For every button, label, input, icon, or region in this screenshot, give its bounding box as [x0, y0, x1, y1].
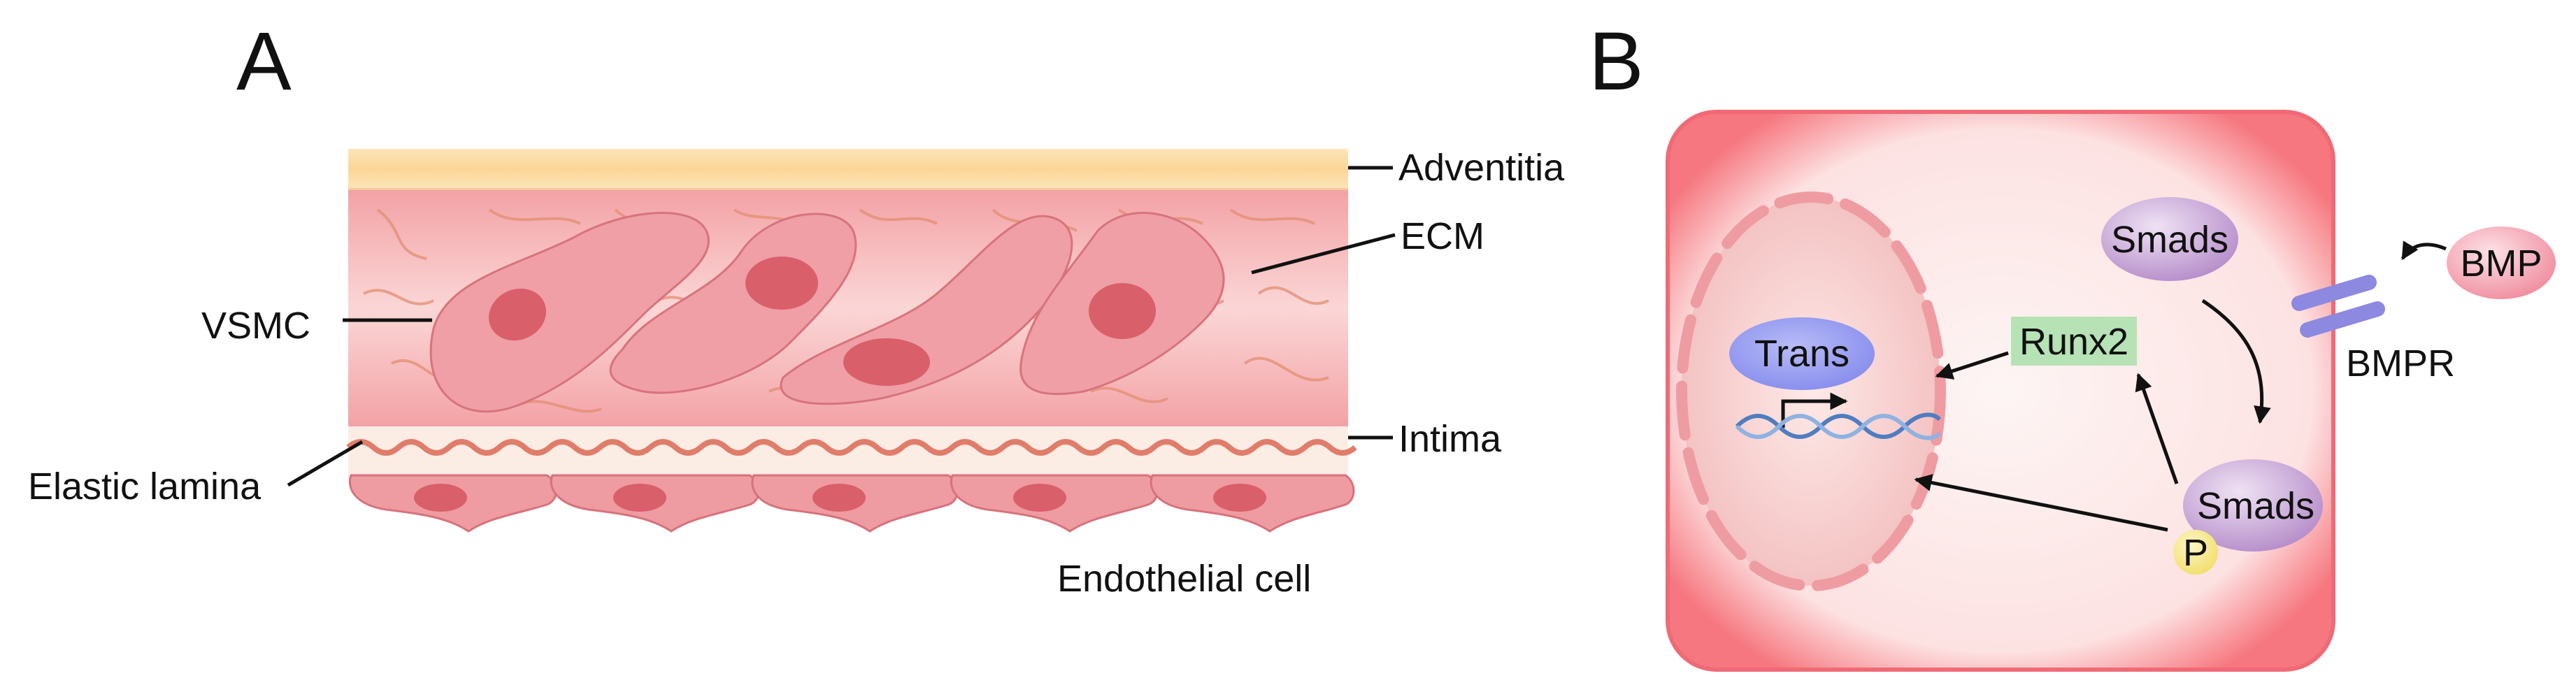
panel-b: B Trans Runx2 Smads Smads P B [1589, 15, 2556, 672]
ecm-label: ECM [1401, 215, 1484, 257]
runx2-node [2011, 317, 2137, 366]
endothelial-cell [751, 474, 959, 533]
trans-node [1729, 317, 1875, 390]
bmpr-label: BMPR [2346, 343, 2455, 384]
nuclear-envelope [1676, 192, 1946, 591]
bmpr-receptor [2291, 275, 2385, 338]
smads-top-node [2101, 197, 2238, 281]
adventitia-label: Adventitia [1398, 147, 1565, 189]
runx2-label: Runx2 [2019, 321, 2128, 363]
trans-label: Trans [1754, 333, 1849, 375]
vsmc-cell [1019, 212, 1225, 396]
endothelial-cell-label: Endothelial cell [1057, 558, 1311, 600]
nucleus [1682, 197, 1940, 586]
dna-helix [1735, 412, 1942, 440]
intima-label: Intima [1398, 418, 1502, 460]
endothelial-cell [950, 474, 1159, 533]
intima-layer [348, 426, 1348, 482]
endothelial-cell [550, 474, 760, 533]
smads-to-dna-arrow [1914, 474, 2168, 532]
vsmc-cell [609, 212, 857, 394]
adventitia-layer [348, 149, 1348, 189]
smads-bottom-label: Smads [2197, 485, 2314, 527]
smads-phosphorylation-arrow [2201, 298, 2271, 424]
vsmc-nucleus [1089, 283, 1156, 339]
smads-to-runx2-arrow [2135, 373, 2179, 484]
vsmc-label: VSMC [201, 305, 310, 347]
runx2-to-nucleus-arrow [1935, 351, 2009, 380]
vsmc-cell [429, 212, 710, 413]
endothelial-cell [348, 474, 557, 533]
smads-bottom-node [2183, 459, 2323, 552]
panel-a-letter: A [236, 15, 292, 108]
ecm-leader [1251, 233, 1396, 275]
bmp-node [2447, 226, 2556, 299]
phospho-label: P [2183, 532, 2208, 574]
bmp-to-bmpr-arrow [2400, 240, 2447, 261]
smads-top-label: Smads [2111, 219, 2228, 261]
elastic-lamina-leader [287, 440, 364, 487]
panel-b-letter: B [1589, 15, 1644, 108]
panel-a: A [28, 15, 1565, 600]
elastic-lamina-wave [346, 439, 1357, 456]
vsmc-nucleus [745, 257, 818, 310]
endothelial-cell [1150, 474, 1355, 533]
endothelial-cells [348, 474, 1355, 533]
phospho-node [2173, 530, 2218, 575]
vsmc-nucleus [843, 338, 930, 386]
elastic-lamina-label: Elastic lamina [28, 466, 262, 507]
transcription-start-arrow [1781, 392, 1848, 428]
vsmc-nucleus [489, 288, 546, 341]
vsmc-cell [780, 215, 1073, 405]
bmp-label: BMP [2460, 243, 2542, 284]
vsmc-cells [429, 212, 1225, 413]
